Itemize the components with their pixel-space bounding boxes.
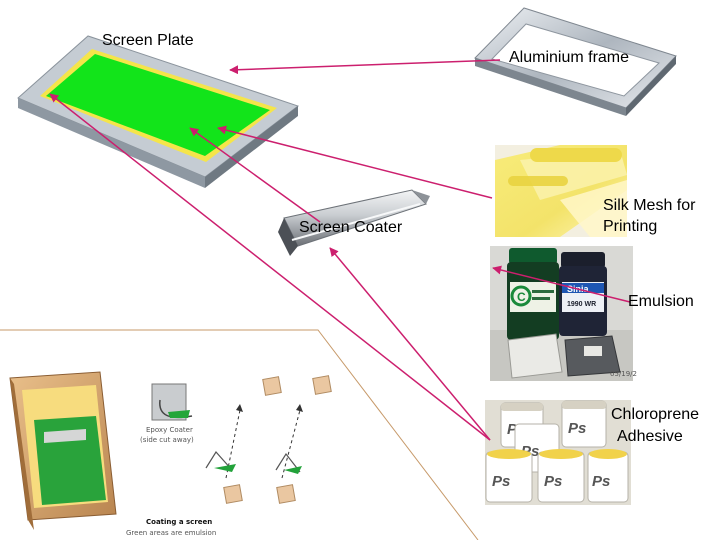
adhesive-can-logo: Ps	[492, 473, 510, 490]
arrow-coater-to-plate	[189, 127, 321, 223]
screen-plate-green-emulsion	[46, 54, 270, 156]
arrow-mesh-to-plate	[217, 125, 493, 199]
label-silk-mesh-line2: Printing	[603, 218, 658, 235]
inset-wood-frame	[9, 371, 117, 530]
inset-coating-strokes	[205, 375, 332, 504]
label-chloroprene-line2: Adhesive	[617, 428, 683, 445]
connector-arrows	[49, 59, 631, 441]
arrow-frame-to-plate	[229, 59, 501, 75]
label-screen-plate: Screen Plate	[102, 32, 194, 49]
screen-plate-illustration	[17, 35, 300, 188]
emulsion-photo: C Sinia 1990 WR 05/19/2	[490, 246, 637, 381]
arrow-emulsion-to-plate	[329, 247, 491, 441]
adhesive-can-logo: Ps	[568, 420, 586, 437]
adhesive-can-logo: Ps	[544, 473, 562, 490]
inset-coater-label: Epoxy Coater	[146, 426, 193, 434]
adhesive-photo: Ps Ps Ps Ps Ps Ps	[485, 400, 631, 505]
label-silk-mesh-line1: Silk Mesh for	[603, 197, 696, 214]
inset-caption-title: Coating a screen	[146, 518, 212, 526]
label-aluminium-frame: Aluminium frame	[509, 49, 630, 66]
screen-plate-frame-right-side	[205, 106, 298, 188]
screen-coater-illustration	[278, 189, 430, 256]
coating-inset: Epoxy Coater (side cut away) Coating a s…	[0, 329, 479, 540]
inset-caption-subtitle: Green areas are emulsion	[126, 529, 216, 537]
label-chloroprene-line1: Chloroprene	[611, 406, 700, 423]
inset-coater-sublabel: (side cut away)	[140, 436, 194, 444]
arrow-adhesive-to-plate	[49, 93, 491, 441]
aluminium-frame-illustration	[474, 7, 677, 116]
emulsion-jar-right-code: 1990 WR	[567, 301, 596, 308]
adhesive-can: Ps	[485, 449, 533, 503]
label-emulsion: Emulsion	[628, 293, 694, 310]
silk-mesh-photo	[495, 145, 627, 237]
emulsion-jar-left-logo: C	[517, 290, 526, 304]
adhesive-can: Ps	[537, 449, 585, 503]
inset-coater-diagram: Epoxy Coater (side cut away)	[140, 383, 194, 444]
inset-border	[0, 329, 479, 540]
adhesive-can: Ps	[587, 449, 629, 503]
label-screen-coater: Screen Coater	[299, 219, 403, 236]
arrow-silk-emulsion-link	[492, 265, 631, 303]
emulsion-photo-timestamp: 05/19/2	[610, 370, 637, 378]
adhesive-can: Ps	[561, 400, 607, 448]
adhesive-can-logo: Ps	[592, 473, 610, 490]
